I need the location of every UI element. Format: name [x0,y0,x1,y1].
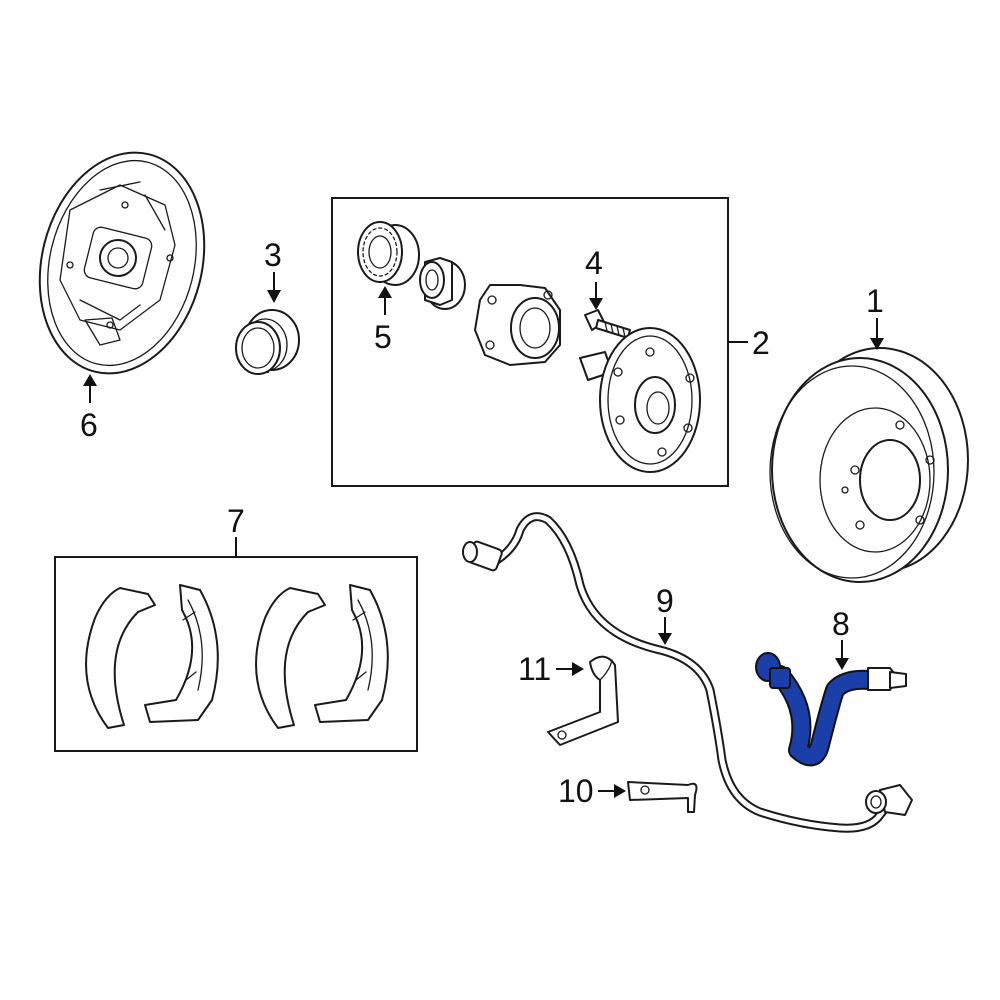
callout-2: 2 [752,325,770,361]
abs-sensor-icon[interactable] [462,512,913,833]
callout-5: 5 [374,319,392,355]
callout-7: 7 [227,503,245,539]
wheel-stud-icon[interactable] [584,309,631,339]
bracket-lower-icon[interactable] [627,781,698,813]
hub-icon [474,284,561,366]
callout-11: 11 [518,651,551,687]
bearing-icon [419,257,466,310]
callouts [83,272,884,798]
callout-8: 8 [832,606,850,642]
backing-plate-icon[interactable] [17,135,226,391]
callout-9: 9 [656,583,674,619]
callout-6: 6 [80,407,98,443]
brake-drum-icon[interactable] [769,347,969,583]
dust-cap-icon[interactable] [235,309,300,375]
bracket-upper-icon[interactable] [547,655,619,746]
brake-shoes-icon[interactable] [85,584,389,729]
callout-1: 1 [866,283,884,319]
callout-3: 3 [264,237,282,273]
tone-ring-icon[interactable] [357,221,420,286]
hub-flange-icon [579,327,701,473]
brake-hose-icon[interactable] [755,652,907,767]
callout-10: 10 [558,773,594,809]
callout-4: 4 [585,245,603,281]
